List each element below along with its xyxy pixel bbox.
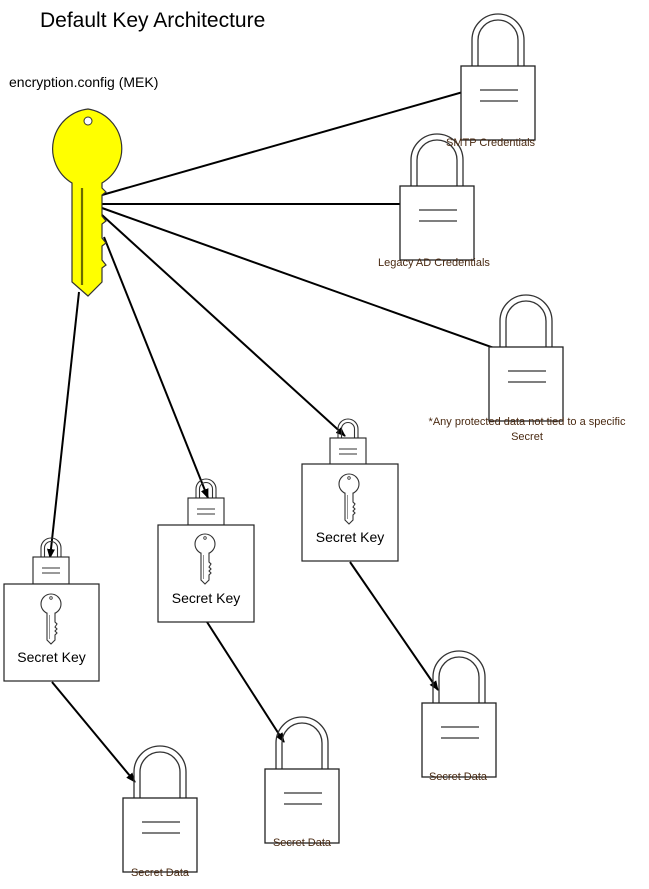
edge-mek-sk1 <box>46 291 80 559</box>
other-protected-data-label: *Any protected data not tied to a specif… <box>428 416 626 443</box>
secret-key-box-1 <box>3 537 100 682</box>
secret-data-label-1: Secret Data <box>130 867 190 879</box>
edge-sk1-data <box>51 681 136 783</box>
legacy-ad-credentials-label: Legacy AD Credentials <box>378 257 490 269</box>
edge-mek-other <box>101 207 523 359</box>
lock-icon-secret-data-1 <box>122 745 198 873</box>
lock-icon-secret-data-2 <box>264 716 340 844</box>
lock-icon-legacy-ad <box>399 133 475 261</box>
diagram-title: Default Key Architecture <box>40 9 266 32</box>
secret-key-label-1: Secret Key <box>17 649 86 665</box>
edge-mek-smtp <box>101 82 492 196</box>
secret-key-label-3: Secret Key <box>315 529 385 545</box>
lock-icon-other <box>488 294 564 422</box>
lock-icon-smtp <box>460 13 536 141</box>
edge-mek-sk2 <box>103 236 209 499</box>
secret-key-box-3 <box>301 418 399 562</box>
edge-mek-sk3 <box>101 214 346 437</box>
master-key-icon <box>52 108 123 297</box>
lock-icon-secret-data-3 <box>421 650 497 778</box>
secret-data-label-3: Secret Data <box>428 771 488 783</box>
secret-data-label-2: Secret Data <box>272 837 332 849</box>
smtp-credentials-label: SMTP Credentials <box>446 137 536 149</box>
edge-sk2-data <box>206 621 285 743</box>
edges <box>46 82 523 783</box>
edge-sk3-data <box>349 561 439 691</box>
secret-key-label-2: Secret Key <box>171 590 241 606</box>
secret-key-box-2 <box>157 478 255 623</box>
master-key-label: encryption.config (MEK) <box>9 74 159 90</box>
